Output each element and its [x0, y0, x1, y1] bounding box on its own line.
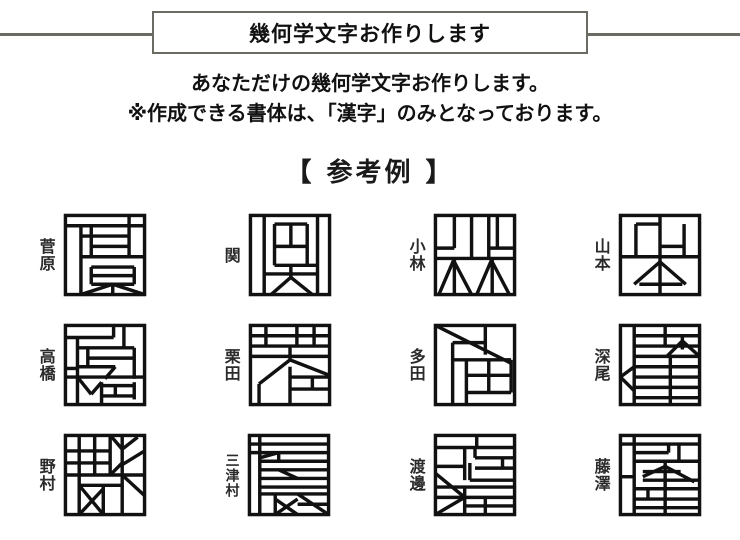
sample-label: 三津村	[223, 452, 240, 498]
sample-label: 小林	[406, 238, 426, 272]
seki-glyph	[248, 213, 331, 297]
takahashi-glyph	[63, 323, 146, 407]
sample-cell-kobayashi: 小林	[370, 200, 555, 310]
lead-copy: あなただけの幾何学文字お作りします。 ※作成できる書体は、「漢字」のみとなってお…	[0, 68, 740, 128]
sample-label: 多田	[406, 348, 426, 382]
sample-label: 山本	[591, 238, 611, 272]
kobayashi-glyph	[433, 213, 516, 297]
lead-line-2: ※作成できる書体は、「漢字」のみとなっております。	[127, 101, 613, 125]
sample-cell-mitsumura: 三津村	[185, 420, 370, 530]
sample-cell-takahashi: 高橋	[0, 310, 185, 420]
nomura-glyph	[63, 433, 146, 517]
sugawara-glyph	[63, 213, 146, 297]
sample-row: 高橋	[0, 310, 740, 420]
sample-cell-nomura: 野村	[0, 420, 185, 530]
mitsumura-glyph	[247, 433, 330, 517]
sample-label: 高橋	[36, 348, 56, 382]
sample-label: 菅原	[36, 238, 56, 272]
sample-label: 関	[221, 246, 241, 264]
yamamoto-glyph	[618, 213, 701, 297]
kurita-glyph	[248, 323, 331, 407]
sample-row: 野村	[0, 420, 740, 530]
sample-cell-fukao: 深尾	[555, 310, 740, 420]
title-banner: 幾何学文字お作りします	[152, 11, 588, 54]
sample-label: 藤澤	[591, 458, 611, 492]
sample-cell-watanabe: 渡邊	[370, 420, 555, 530]
sample-label: 栗田	[221, 348, 241, 382]
page-title: 幾何学文字お作りします	[249, 21, 491, 46]
sample-label: 野村	[36, 458, 56, 492]
sample-cell-yamamoto: 山本	[555, 200, 740, 310]
sample-cell-fujisawa: 藤澤	[555, 420, 740, 530]
watanabe-glyph	[433, 433, 516, 517]
sample-cell-seki: 関	[185, 200, 370, 310]
fukao-glyph	[618, 323, 701, 407]
sample-label: 深尾	[591, 348, 611, 382]
fujisawa-glyph	[618, 433, 701, 517]
sample-cell-sugawara: 菅原	[0, 200, 185, 310]
sample-row: 菅原	[0, 200, 740, 310]
sample-cell-kurita: 栗田	[185, 310, 370, 420]
sample-label: 渡邊	[406, 458, 426, 492]
header: 幾何学文字お作りします	[0, 0, 740, 58]
sample-cell-tada: 多田	[370, 310, 555, 420]
section-heading: 【 参考例 】	[285, 158, 455, 188]
tada-glyph	[433, 323, 516, 407]
sample-grid: 菅原	[0, 200, 740, 530]
lead-line-1: あなただけの幾何学文字お作りします。	[191, 71, 549, 95]
